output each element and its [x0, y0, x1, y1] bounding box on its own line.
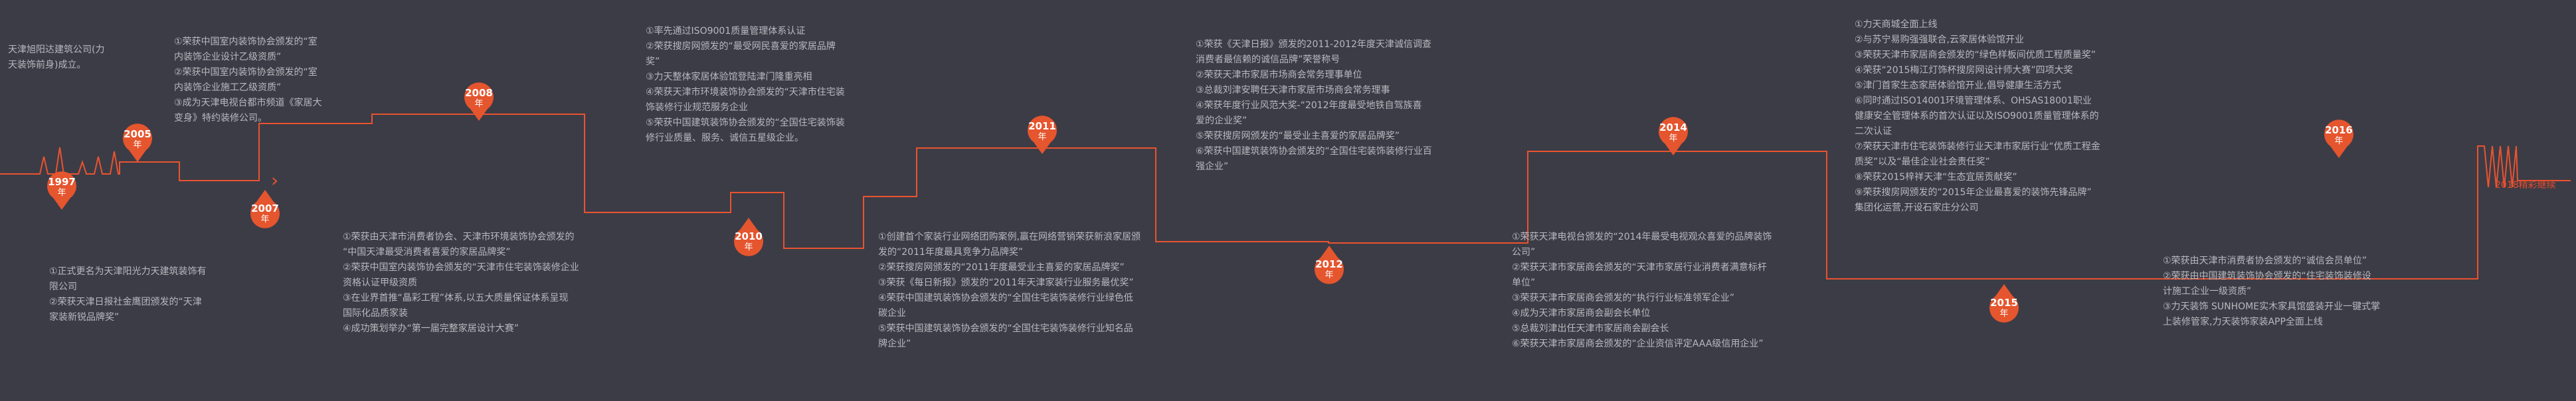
end-label: 2018精彩继续 — [2495, 180, 2556, 191]
year-marker-2012[interactable]: 2012 年 — [1311, 244, 1347, 287]
pin-icon — [250, 190, 280, 228]
year-marker-1997[interactable]: 1997 年 — [44, 169, 80, 211]
year-marker-2016[interactable]: 2016 年 — [2321, 117, 2357, 159]
chevron-right-icon: › — [271, 169, 279, 191]
year-marker-2011[interactable]: 2011 年 — [1024, 113, 1060, 155]
pin-icon — [1989, 284, 2019, 323]
year-marker-2007[interactable]: 2007 年 — [247, 189, 283, 231]
milestone-2011-text: ①创建首个家装行业网络团购案例,赢在网络营销荣获新浪家居颁发的“2011年度最具… — [878, 232, 1141, 349]
year-marker-2015[interactable]: 2015 年 — [1986, 283, 2022, 325]
pin-icon — [734, 218, 763, 256]
year-marker-2005[interactable]: 2005 年 — [120, 121, 155, 163]
milestone-2016-text: ①荣获由天津市消费者协会颁发的“诚信会员单位”②荣获由中国建筑装饰协会颁发的“住… — [2163, 256, 2381, 327]
pin-icon — [464, 82, 494, 121]
year-marker-2008[interactable]: 2008 年 — [461, 80, 497, 122]
pin-icon — [47, 171, 76, 210]
pin-icon — [1315, 246, 1344, 284]
milestone-2005-top-text: ①荣获中国室内装饰协会颁发的“室内装饰企业设计乙级资质” ②荣获中国室内装饰协会… — [174, 37, 322, 123]
pin-icon — [2324, 120, 2353, 158]
pin-icon — [1659, 117, 1688, 155]
pin-icon — [1028, 116, 1057, 154]
milestone-2005-bottom-text: ①正式更名为天津阳光力天建筑装饰有限公司 ②荣获天津日报社金鹰团颁发的“天津家装… — [49, 266, 207, 323]
milestone-2012-text: ①荣获《天津日报》颁发的2011-2012年度天津诚信调查消费者最信赖的诚信品牌… — [1196, 39, 1432, 172]
year-marker-2014[interactable]: 2014 年 — [1655, 114, 1691, 157]
year-marker-2010[interactable]: 2010 年 — [731, 216, 767, 259]
milestone-2014-text: ①荣获天津电视台颁发的“2014年最受电视观众喜爱的品牌装饰公司” ②荣获天津市… — [1512, 232, 1772, 349]
milestone-1997-text: 天津旭阳达建筑公司(力 天装饰前身)成立。 — [8, 44, 105, 70]
pin-icon — [123, 123, 152, 162]
milestone-2008-text: ①荣获由天津市消费者协会、天津市环境装饰协会颁发的“中国天津最受消费者喜爱的家居… — [343, 232, 579, 334]
